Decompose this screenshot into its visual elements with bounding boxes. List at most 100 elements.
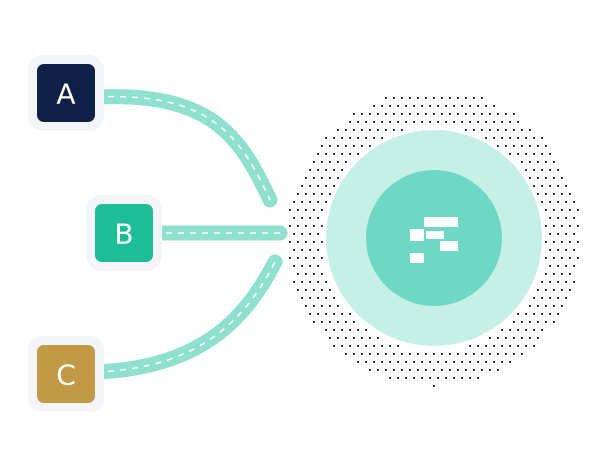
halo-dot xyxy=(528,320,532,324)
halo-dot xyxy=(372,344,376,348)
halo-dot xyxy=(316,216,320,220)
halo-dot xyxy=(388,376,392,380)
halo-dot xyxy=(536,336,540,340)
halo-dot xyxy=(476,376,480,380)
halo-dot xyxy=(532,312,536,316)
halo-dot xyxy=(540,184,544,188)
halo-dot xyxy=(524,312,528,316)
halo-dot xyxy=(340,136,344,140)
halo-dot xyxy=(296,240,300,244)
halo-dot xyxy=(316,248,320,252)
node-c: C xyxy=(28,336,104,412)
halo-dot xyxy=(560,256,564,260)
halo-dot xyxy=(312,288,316,292)
halo-dot xyxy=(512,336,516,340)
halo-dot xyxy=(576,224,580,228)
halo-dot xyxy=(540,152,544,156)
halo-dot xyxy=(468,360,472,364)
halo-dot xyxy=(496,336,500,340)
halo-dot xyxy=(564,200,568,204)
halo-dot xyxy=(308,312,312,316)
halo-dot xyxy=(448,352,452,356)
halo-dot xyxy=(316,312,320,316)
halo-dot xyxy=(352,320,356,324)
halo-dot xyxy=(348,120,352,124)
halo-dot xyxy=(304,192,308,196)
halo-dot xyxy=(480,96,484,100)
halo-dot xyxy=(360,352,364,356)
halo-dot xyxy=(348,328,352,332)
halo-dot xyxy=(536,144,540,148)
halo-dot xyxy=(476,360,480,364)
halo-dot xyxy=(392,368,396,372)
halo-dot xyxy=(312,224,316,228)
halo-dot xyxy=(372,120,376,124)
halo-dot xyxy=(320,192,324,196)
halo-dot xyxy=(400,352,404,356)
halo-dot xyxy=(388,360,392,364)
halo-dot xyxy=(304,304,308,308)
halo-dot xyxy=(484,104,488,108)
halo-dot xyxy=(460,376,464,380)
halo-dot xyxy=(292,280,296,284)
halo-dot xyxy=(500,136,504,140)
halo-dot xyxy=(516,344,520,348)
halo-dot xyxy=(336,176,340,180)
halo-dot xyxy=(568,192,572,196)
halo-dot xyxy=(420,120,424,124)
halo-dot xyxy=(360,112,364,116)
halo-dot xyxy=(540,136,544,140)
halo-dot xyxy=(420,376,424,380)
halo-dot xyxy=(308,184,312,188)
halo-dot xyxy=(336,336,340,340)
halo-dot xyxy=(360,144,364,148)
halo-dot xyxy=(356,328,360,332)
halo-dot xyxy=(560,176,564,180)
halo-dot xyxy=(300,264,304,268)
halo-dot xyxy=(380,360,384,364)
halo-dot xyxy=(352,144,356,148)
halo-dot xyxy=(364,328,368,332)
halo-dot xyxy=(420,104,424,108)
halo-dot xyxy=(464,368,468,372)
halo-dot xyxy=(292,200,296,204)
halo-dot xyxy=(440,112,444,116)
halo-dot xyxy=(332,328,336,332)
halo-dot xyxy=(576,240,580,244)
halo-dot xyxy=(544,160,548,164)
halo-dot xyxy=(564,216,568,220)
halo-dot xyxy=(308,296,312,300)
halo-dot xyxy=(300,184,304,188)
halo-dot xyxy=(316,280,320,284)
node-b: B xyxy=(86,195,162,271)
halo-dot xyxy=(320,176,324,180)
halo-dot xyxy=(348,136,352,140)
halo-dot xyxy=(548,184,552,188)
halo-dot xyxy=(528,144,532,148)
halo-dot xyxy=(312,176,316,180)
halo-dot xyxy=(500,120,504,124)
halo-dot xyxy=(552,160,556,164)
halo-dot xyxy=(536,304,540,308)
halo-dot xyxy=(340,328,344,332)
halo-dot xyxy=(520,160,524,164)
halo-dot xyxy=(364,344,368,348)
halo-dot xyxy=(572,232,576,236)
halo-dot xyxy=(516,152,520,156)
halo-dot xyxy=(316,168,320,172)
halo-dot xyxy=(364,120,368,124)
halo-dot xyxy=(544,256,548,260)
halo-dot xyxy=(524,152,528,156)
halo-dot xyxy=(520,352,524,356)
halo-dot xyxy=(288,208,292,212)
halo-dot xyxy=(564,232,568,236)
halo-dot xyxy=(572,248,576,252)
halo-dot xyxy=(460,104,464,108)
halo-dot xyxy=(508,152,512,156)
halo-dot xyxy=(516,312,520,316)
halo-dot xyxy=(540,280,544,284)
halo-dot xyxy=(336,320,340,324)
halo-dot xyxy=(524,344,528,348)
halo-dot xyxy=(568,272,572,276)
node-c-box xyxy=(37,345,95,403)
